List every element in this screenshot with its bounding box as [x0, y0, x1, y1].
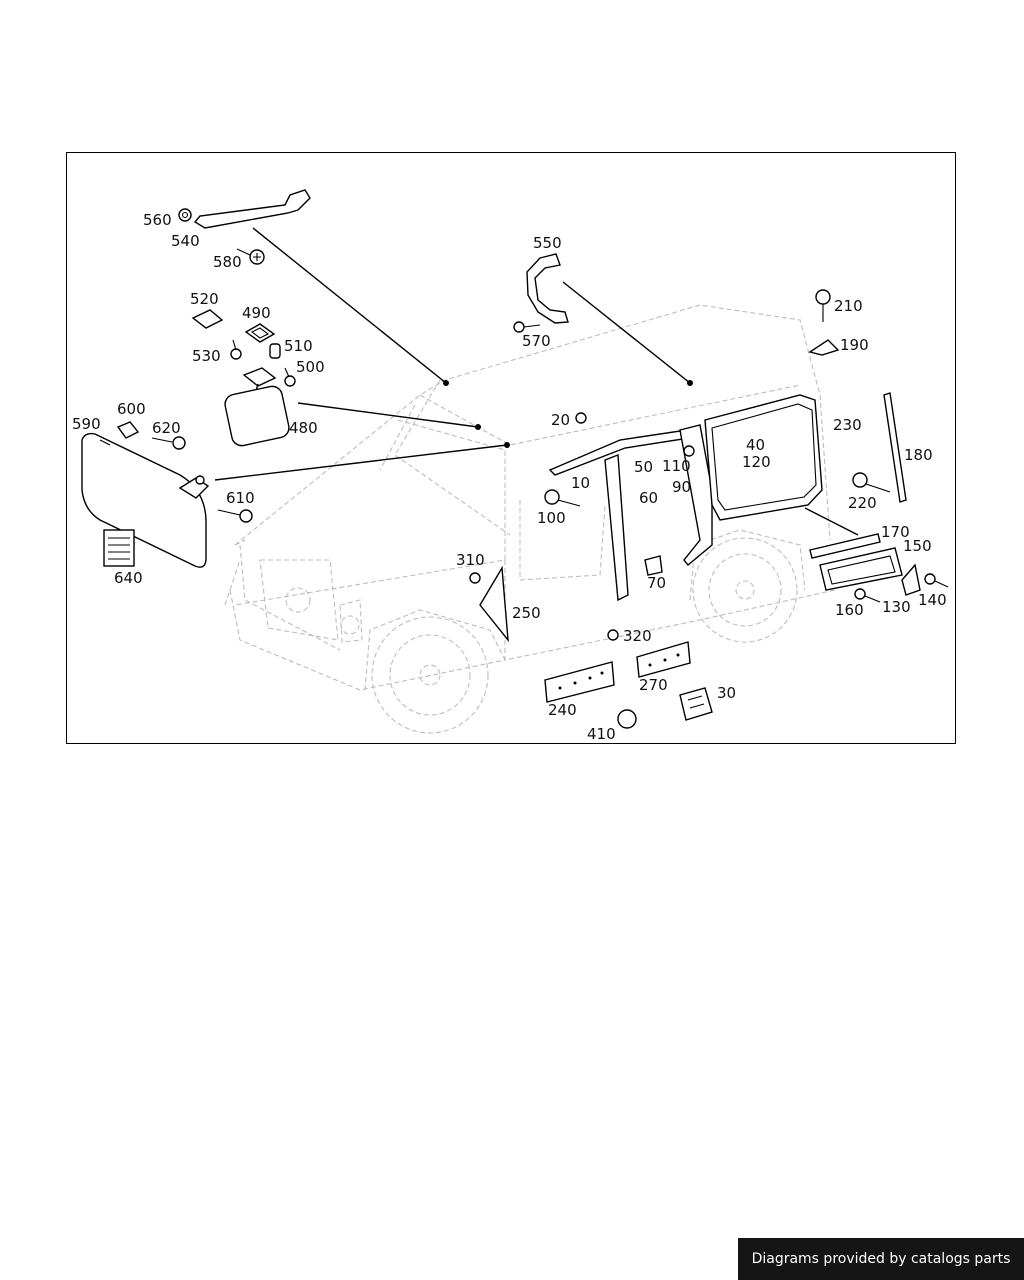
callout-110: 110 — [662, 457, 691, 475]
callout-50: 50 — [634, 458, 653, 476]
callout-150: 150 — [903, 537, 932, 555]
part-270-plate — [636, 641, 691, 678]
callout-190: 190 — [840, 336, 869, 354]
callout-310: 310 — [456, 551, 485, 569]
callout-540: 540 — [171, 232, 200, 250]
part-500-screw — [284, 367, 296, 387]
part-60-pillar-trim — [604, 454, 629, 602]
callout-270: 270 — [639, 676, 668, 694]
callout-70: 70 — [647, 574, 666, 592]
part-540-grab-handle — [193, 189, 311, 229]
callout-490: 490 — [242, 304, 271, 322]
part-510-plug — [269, 343, 281, 359]
callout-520: 520 — [190, 290, 219, 308]
part-220-screw — [852, 472, 891, 493]
callout-120: 120 — [742, 453, 771, 471]
callout-160: 160 — [835, 601, 864, 619]
callout-510: 510 — [284, 337, 313, 355]
part-190-clip — [808, 339, 840, 356]
callout-610: 610 — [226, 489, 255, 507]
callout-170: 170 — [881, 523, 910, 541]
callout-20: 20 — [551, 411, 570, 429]
part-140-screw — [924, 573, 949, 588]
callout-580: 580 — [213, 253, 242, 271]
callout-480: 480 — [289, 419, 318, 437]
leader-lines — [214, 227, 859, 536]
part-600-clip — [116, 421, 140, 439]
callout-180: 180 — [904, 446, 933, 464]
callout-100: 100 — [537, 509, 566, 527]
part-490-cover — [244, 323, 276, 343]
callout-90: 90 — [672, 478, 691, 496]
callout-30: 30 — [717, 684, 736, 702]
part-480-mirror — [224, 367, 290, 447]
part-610-screw — [217, 509, 253, 523]
vehicle-outline — [224, 304, 836, 734]
part-310-clip — [469, 572, 481, 584]
part-560-nut — [178, 208, 192, 222]
part-150-lamp — [819, 547, 903, 591]
part-230-window-frame — [704, 394, 823, 521]
part-570-screw — [513, 321, 541, 333]
part-640-label — [103, 529, 135, 567]
part-320-nut — [607, 629, 619, 641]
part-30-hinge — [679, 687, 713, 721]
callout-60: 60 — [639, 489, 658, 507]
part-20-clip — [575, 412, 587, 424]
part-210-screw — [815, 289, 831, 322]
part-590-sun-visor — [81, 432, 207, 568]
part-530-screw — [230, 339, 242, 360]
part-180-strip — [883, 392, 907, 503]
part-130-bracket — [901, 563, 921, 596]
part-410-plug — [617, 709, 637, 729]
callout-500: 500 — [296, 358, 325, 376]
callout-600: 600 — [117, 400, 146, 418]
callout-250: 250 — [512, 604, 541, 622]
callout-620: 620 — [152, 419, 181, 437]
callout-590: 590 — [72, 415, 101, 433]
part-visor-bracket — [178, 475, 210, 499]
callout-40: 40 — [746, 436, 765, 454]
callout-220: 220 — [848, 494, 877, 512]
callout-130: 130 — [882, 598, 911, 616]
part-250-panel — [479, 565, 509, 643]
callout-640: 640 — [114, 569, 143, 587]
callout-320: 320 — [623, 627, 652, 645]
callout-550: 550 — [533, 234, 562, 252]
part-550-grab-handle — [526, 253, 569, 324]
part-110-clip — [683, 445, 695, 457]
footer-credit: Diagrams provided by catalogs parts — [738, 1238, 1024, 1280]
part-240-plate — [544, 661, 615, 703]
callout-240: 240 — [548, 701, 577, 719]
part-620-screw — [151, 436, 186, 450]
callout-140: 140 — [918, 591, 947, 609]
callout-530: 530 — [192, 347, 221, 365]
part-90-trim — [679, 424, 713, 566]
callout-10: 10 — [571, 474, 590, 492]
callout-230: 230 — [833, 416, 862, 434]
callout-210: 210 — [834, 297, 863, 315]
part-520-base — [191, 309, 224, 329]
part-160-screw — [854, 588, 881, 603]
part-170-strip — [809, 533, 881, 559]
part-580-screw — [236, 248, 265, 265]
callout-570: 570 — [522, 332, 551, 350]
callout-labels: 10 20 30 40 50 60 70 90 100 110 120 130 … — [72, 211, 947, 743]
part-100-screw — [544, 489, 581, 507]
callout-560: 560 — [143, 211, 172, 229]
part-70-clip — [644, 555, 663, 576]
exploded-parts-diagram: 10 20 30 40 50 60 70 90 100 110 120 130 … — [72, 189, 949, 743]
callout-410: 410 — [587, 725, 616, 743]
